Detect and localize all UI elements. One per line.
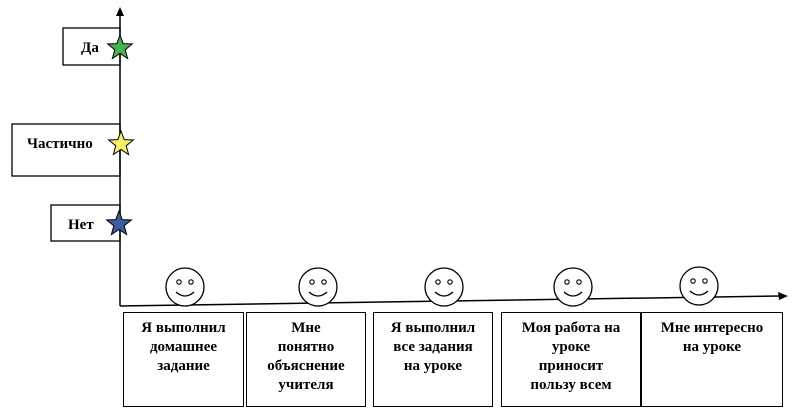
level-box-no — [50, 204, 121, 242]
criterion-box-useful-work: Моя работа на уроке приносит пользу всем — [501, 312, 641, 407]
vertical-axis-arrowhead — [116, 7, 124, 16]
criterion-label: Мне понятно объяснение учителя — [267, 320, 345, 393]
criterion-label: Я выполнил домашнее задание — [141, 320, 226, 374]
level-box-partial — [11, 123, 121, 177]
criterion-label: Мне интересно на уроке — [660, 320, 764, 355]
criterion-box-interesting: Мне интересно на уроке — [641, 312, 783, 407]
smiley-icon — [553, 267, 593, 307]
level-label-partial: Частично — [27, 136, 93, 152]
criterion-box-understand: Мне понятно объяснение учителя — [246, 312, 366, 407]
smiley-icon — [424, 267, 464, 307]
criterion-box-homework: Я выполнил домашнее задание — [123, 312, 244, 407]
criterion-label: Я выполнил все задания на уроке — [390, 320, 476, 374]
star-icon-no — [105, 209, 133, 236]
smiley-row — [165, 266, 719, 307]
level-label-no: Нет — [68, 217, 94, 233]
criterion-box-all-tasks: Я выполнил все задания на уроке — [373, 312, 493, 407]
horizontal-axis-arrowhead — [778, 292, 788, 300]
star-icon-yes — [106, 33, 134, 60]
smiley-icon — [298, 267, 338, 307]
smiley-icon — [679, 266, 719, 306]
star-icon-partial — [107, 129, 135, 156]
level-label-yes: Да — [81, 40, 99, 56]
smiley-icon — [165, 267, 205, 307]
criterion-label: Моя работа на уроке приносит пользу всем — [521, 320, 621, 393]
